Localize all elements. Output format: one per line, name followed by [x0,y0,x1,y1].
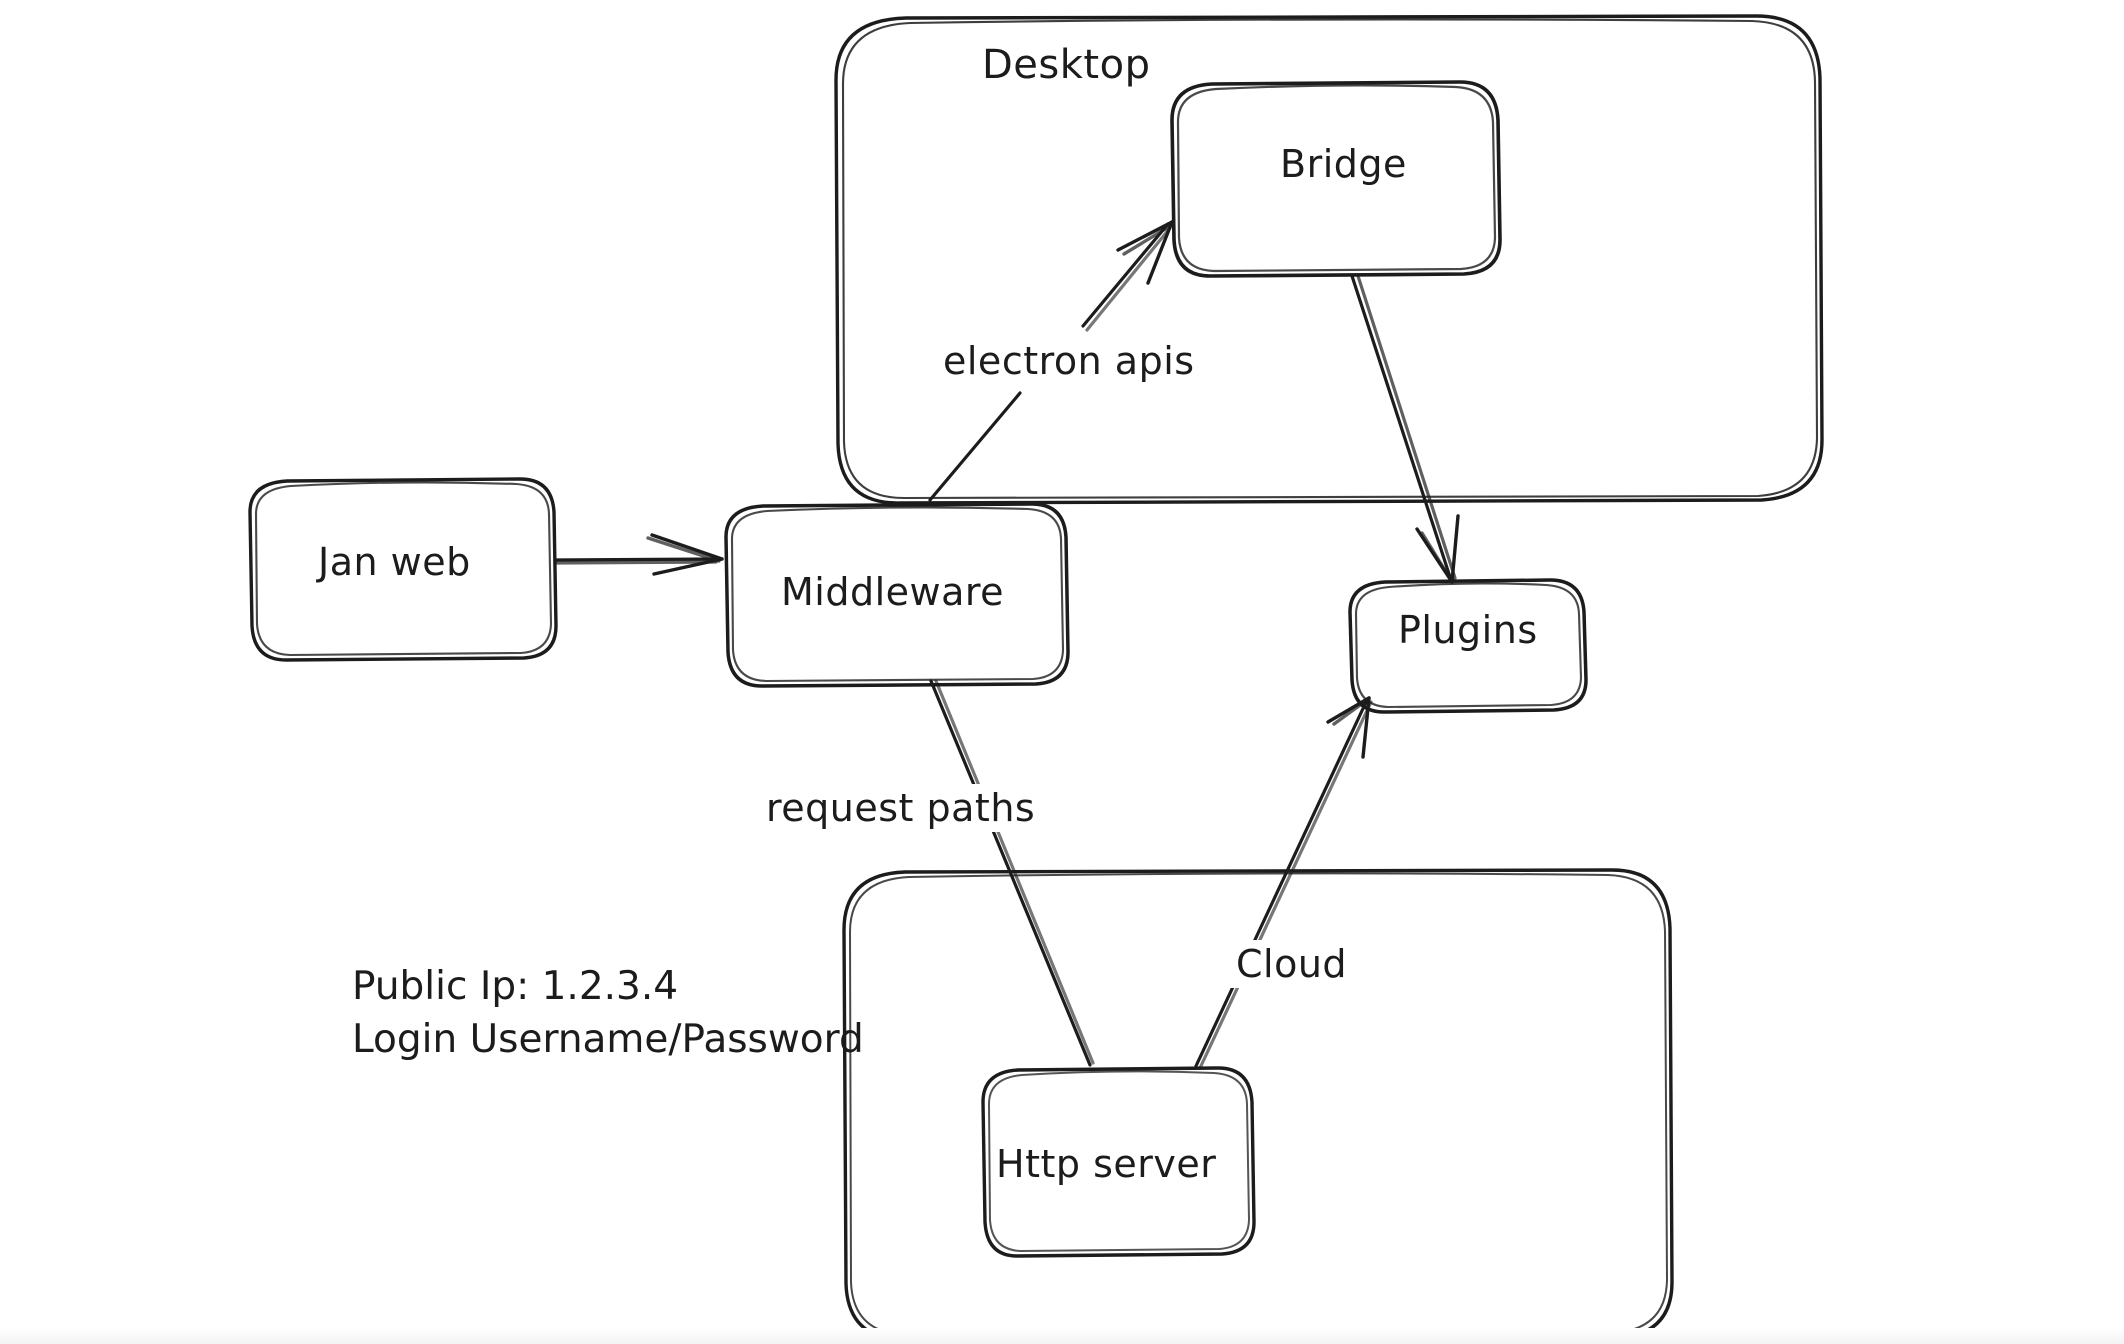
node-middleware-shape[interactable] [724,502,1070,688]
edge-middleware-to-bridge [928,220,1174,502]
bottom-gradient-band [0,1328,2124,1344]
node-bridge-shape[interactable] [1170,80,1502,278]
edge-bridge-to-plugins [1350,274,1460,584]
note-login-credentials: Login Username/Password [352,1017,864,1062]
edge-jan-web-to-middleware [554,533,724,576]
edge-middleware-to-http-server [929,679,1095,1067]
node-jan-web-shape[interactable] [248,477,558,662]
node-label-middleware: Middleware [781,570,1005,614]
node-label-http-server: Http server [996,1142,1217,1186]
node-label-bridge: Bridge [1280,142,1407,186]
container-label-desktop: Desktop [982,42,1151,88]
node-label-plugins: Plugins [1398,608,1538,652]
edge-label-cloud: Cloud [1228,940,1356,988]
edge-http-server-to-plugins [1194,696,1373,1070]
container-desktop-shape [834,14,1824,505]
node-http-server-shape[interactable] [981,1066,1256,1258]
node-label-jan-web: Jan web [318,540,471,584]
node-plugins-shape[interactable] [1348,578,1588,714]
edge-label-electron-apis: electron apis [935,337,1203,385]
note-public-ip: Public Ip: 1.2.3.4 [352,964,679,1009]
edge-label-request-paths: request paths [758,784,1044,832]
